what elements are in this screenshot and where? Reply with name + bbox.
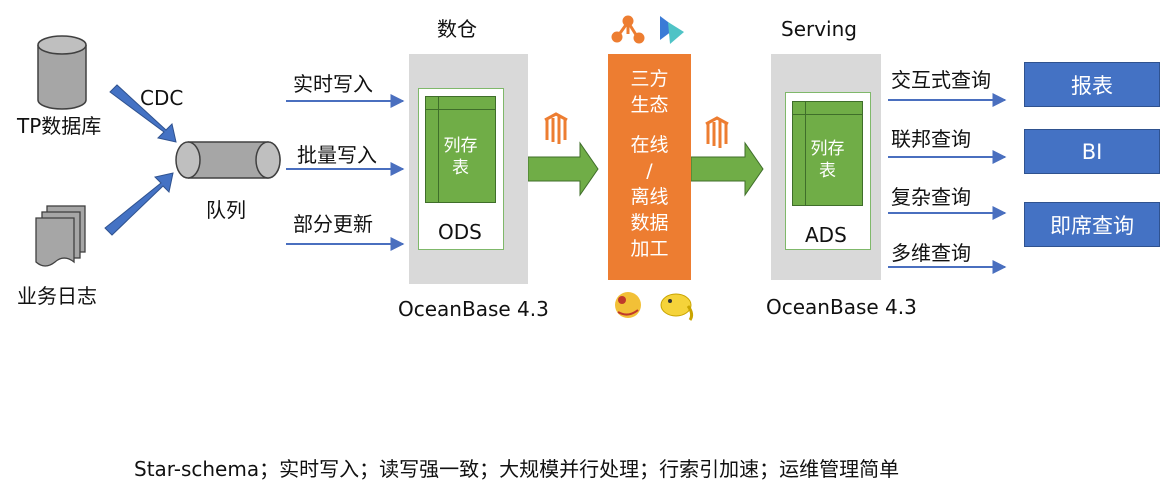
hadoop-elephant-logo-icon bbox=[660, 293, 694, 321]
ods-to-processing-arrow bbox=[527, 141, 599, 197]
multidim-query-label: 多维查询 bbox=[891, 241, 971, 265]
kafka-logo-icon bbox=[705, 116, 729, 148]
realtime-write-label: 实时写入 bbox=[293, 72, 373, 96]
ods-colstore-line2: 表 bbox=[452, 158, 469, 178]
cdc-arrow bbox=[109, 84, 177, 143]
complex-query-label: 复杂查询 bbox=[891, 185, 971, 209]
processing-line1: 三方 bbox=[630, 68, 669, 90]
processing-line7: 加工 bbox=[630, 238, 669, 260]
tp-database-label: TP数据库 bbox=[17, 114, 102, 138]
partial-update-label: 部分更新 bbox=[293, 212, 373, 236]
graph-network-logo-icon bbox=[611, 15, 645, 44]
interactive-query-label: 交互式查询 bbox=[891, 68, 991, 92]
processing-line5: 离线 bbox=[630, 186, 669, 208]
queue-pipe-icon bbox=[175, 141, 281, 179]
processing-to-ads-arrow bbox=[690, 141, 764, 197]
processing-line4: / bbox=[646, 160, 653, 182]
kafka-logo-icon bbox=[544, 112, 568, 144]
federated-query-label: 联邦查询 bbox=[891, 127, 971, 151]
ads-product-label: OceanBase 4.3 bbox=[766, 295, 917, 319]
processing-line2: 生态 bbox=[630, 94, 669, 116]
ads-layer-label: ADS bbox=[805, 223, 847, 247]
database-cylinder-icon bbox=[37, 35, 87, 110]
processing-line3: 在线 bbox=[630, 134, 669, 156]
ods-column-store-table: 列存 表 bbox=[425, 96, 496, 203]
ods-colstore-line1: 列存 bbox=[443, 136, 478, 156]
third-party-processing-box: 三方 生态 在线 / 离线 数据 加工 bbox=[608, 54, 691, 280]
ods-layer-label: ODS bbox=[438, 220, 482, 244]
report-box: 报表 bbox=[1024, 62, 1160, 107]
documents-stack-icon bbox=[35, 205, 86, 267]
adhoc-query-box: 即席查询 bbox=[1024, 202, 1160, 247]
warehouse-title: 数仓 bbox=[437, 17, 477, 41]
business-log-label: 业务日志 bbox=[17, 284, 97, 308]
cdc-label: CDC bbox=[140, 86, 184, 110]
feature-summary-footer: Star-schema；实时写入；读写强一致；大规模并行处理；行索引加速；运维管… bbox=[134, 457, 900, 481]
ads-colstore-line1: 列存 bbox=[810, 139, 845, 159]
flink-like-logo-icon bbox=[660, 16, 684, 44]
processing-line6: 数据 bbox=[630, 212, 669, 234]
ods-product-label: OceanBase 4.3 bbox=[398, 297, 549, 321]
batch-write-label: 批量写入 bbox=[297, 143, 377, 167]
serving-title: Serving bbox=[781, 17, 857, 41]
bi-box: BI bbox=[1024, 129, 1160, 174]
ads-colstore-line2: 表 bbox=[819, 161, 836, 181]
log-arrow bbox=[104, 172, 174, 236]
queue-label: 队列 bbox=[206, 198, 246, 222]
ads-column-store-table: 列存 表 bbox=[792, 101, 863, 206]
squirrel-logo-icon bbox=[615, 292, 641, 318]
